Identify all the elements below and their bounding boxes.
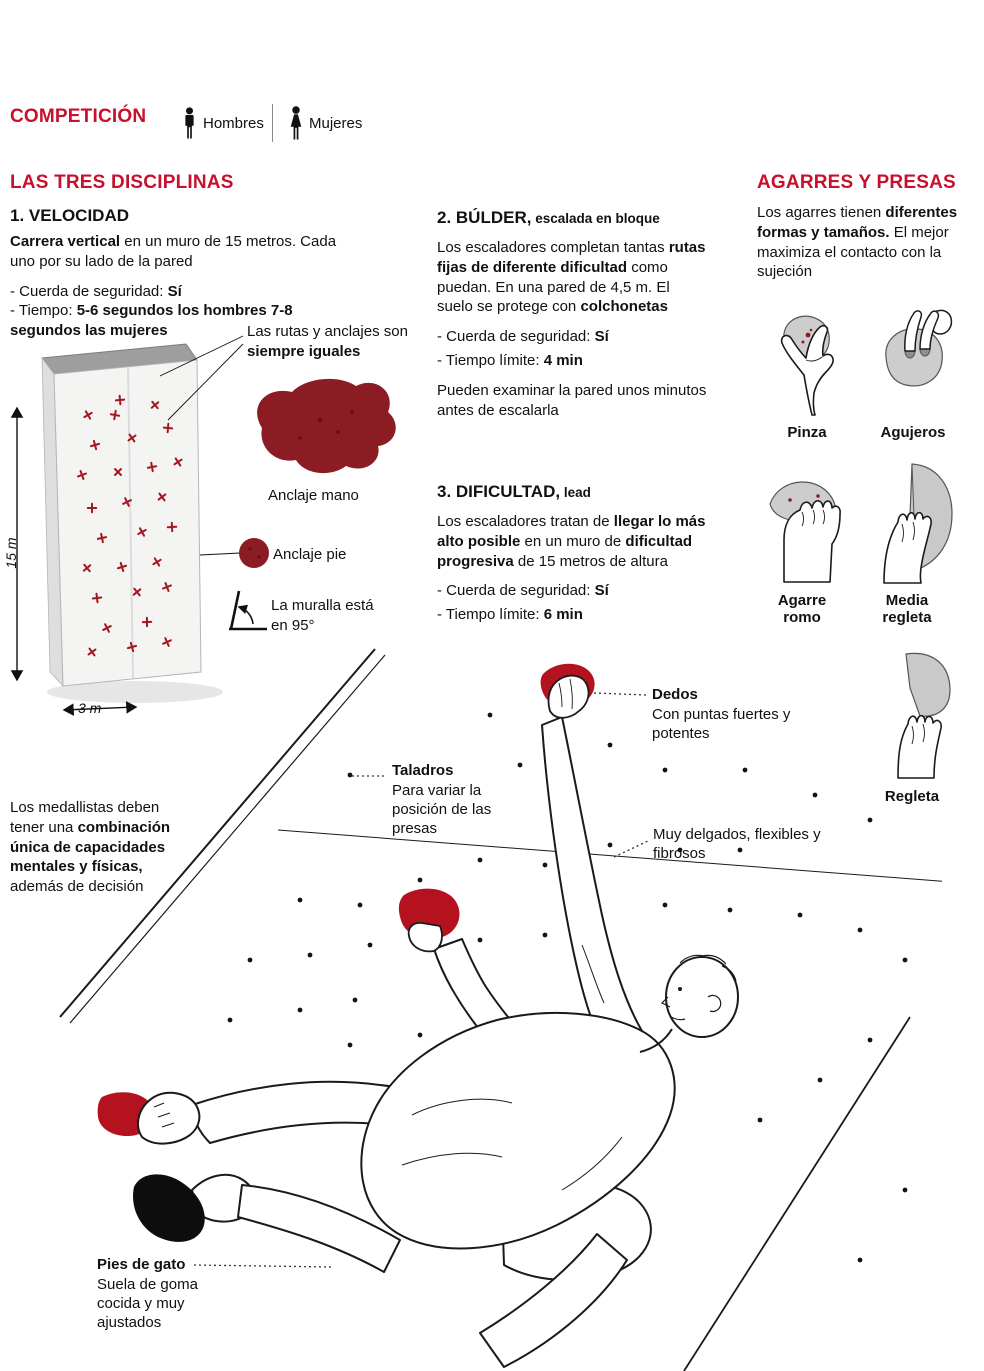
wall-dots [227, 712, 908, 1263]
velocidad-title: 1. VELOCIDAD [10, 206, 130, 225]
grip-label-agujeros: Agujeros [880, 424, 946, 441]
grip-label-pinza: Pinza [787, 424, 827, 441]
legend-divider [272, 104, 273, 142]
annotation-leader-lines [193, 692, 649, 1268]
velocity-wall-illustration [10, 335, 396, 716]
climber-head [665, 956, 739, 1038]
page-title: COMPETICIÓN [10, 106, 147, 127]
velocidad-time: - Tiempo: 5-6 segundos los hombres 7-8 s… [10, 302, 293, 340]
disciplines-heading: LAS TRES DISCIPLINAS [10, 172, 234, 193]
velocidad-rope: - Cuerda de seguridad: Sí [10, 282, 182, 300]
pies-title: Pies de gato [97, 1256, 186, 1273]
agarres-intro: Los agarres tienen diferentes formas y t… [757, 204, 958, 281]
legend-women-label: Mujeres [309, 115, 363, 132]
velocidad-description: Carrera vertical en un muro de 15 metros… [10, 233, 337, 270]
legend-men-label: Hombres [203, 115, 264, 132]
black-climbing-shoe [133, 1174, 205, 1242]
bulder-description: Los escaladores completan tantas rutas f… [437, 239, 706, 316]
dificultad-time: - Tiempo límite: 6 min [437, 606, 583, 624]
white-climbing-shoe [137, 1091, 201, 1145]
pinza-grip-icon [780, 315, 834, 416]
wall-front-face [53, 359, 202, 687]
pies-desc: Suela de goma cocida y muy ajustados [97, 1275, 198, 1332]
regleta-grip-icon [897, 652, 951, 779]
taladros-annotation: Taladros Para variar la posición de las … [392, 762, 510, 838]
hand-anchor-icon [257, 378, 396, 474]
dificultad-rope: - Cuerda de seguridad: Sí [437, 582, 609, 600]
bulder-title: 2. BÚLDER, escalada en bloque [437, 208, 660, 227]
dedos-desc: Con puntas fuertes y potentes [652, 705, 791, 742]
angle-icon [229, 590, 267, 631]
media-regleta-grip-icon [883, 463, 953, 584]
grip-label-regleta: Regleta [884, 788, 940, 805]
bulder-section: 2. BÚLDER, escalada en bloque Los escala… [437, 206, 709, 420]
taladros-title: Taladros [392, 762, 454, 779]
wall-routes-note: Las rutas y anclajes son siempre iguales [247, 323, 408, 360]
dificultad-title: 3. DIFICULTAD, lead [437, 482, 591, 501]
man-icon [185, 107, 194, 139]
agarre-romo-grip-icon [769, 481, 841, 583]
velocidad-section: 1. VELOCIDAD Carrera vertical en un muro… [10, 206, 340, 341]
medallists-note: Los medallistas deben tener una combinac… [10, 799, 171, 896]
agujeros-grip-icon [885, 309, 953, 387]
muscles-annotation: Muy delgados, flexibles y fibrosos [653, 826, 821, 863]
dedos-title: Dedos [652, 686, 698, 703]
wall-shadow [47, 681, 223, 703]
grip-label-media-regleta: Media regleta [882, 592, 932, 627]
width-dimension-arrow [62, 701, 138, 716]
hand-anchor-label: Anclaje mano [268, 487, 359, 504]
dificultad-description: Los escaladores tratan de llegar lo más … [437, 513, 706, 570]
dedos-annotation: Dedos Con puntas fuertes y potentes [652, 686, 812, 743]
woman-icon [290, 106, 302, 140]
wall-width-label: 3 m [78, 700, 102, 716]
bulder-time: - Tiempo límite: 4 min [437, 351, 583, 369]
bulder-rope: - Cuerda de seguridad: Sí [437, 328, 609, 346]
bulder-note: Pueden examinar la pared unos minutos an… [437, 381, 707, 419]
dificultad-section: 3. DIFICULTAD, lead Los escaladores trat… [437, 480, 709, 625]
foot-anchor-icon [239, 538, 269, 568]
pies-annotation: Pies de gato Suela de goma cocida y muy … [97, 1256, 219, 1332]
taladros-desc: Para variar la posición de las presas [392, 781, 492, 838]
wall-angle-label: La muralla está en 95° [271, 597, 374, 634]
climber-illustration [59, 648, 942, 1371]
wall-height-label: 15 m [3, 537, 19, 569]
foot-anchor-label: Anclaje pie [273, 546, 347, 563]
grip-label-agarre-romo: Agarre romo [777, 592, 827, 627]
agarres-heading: AGARRES Y PRESAS [757, 172, 956, 193]
